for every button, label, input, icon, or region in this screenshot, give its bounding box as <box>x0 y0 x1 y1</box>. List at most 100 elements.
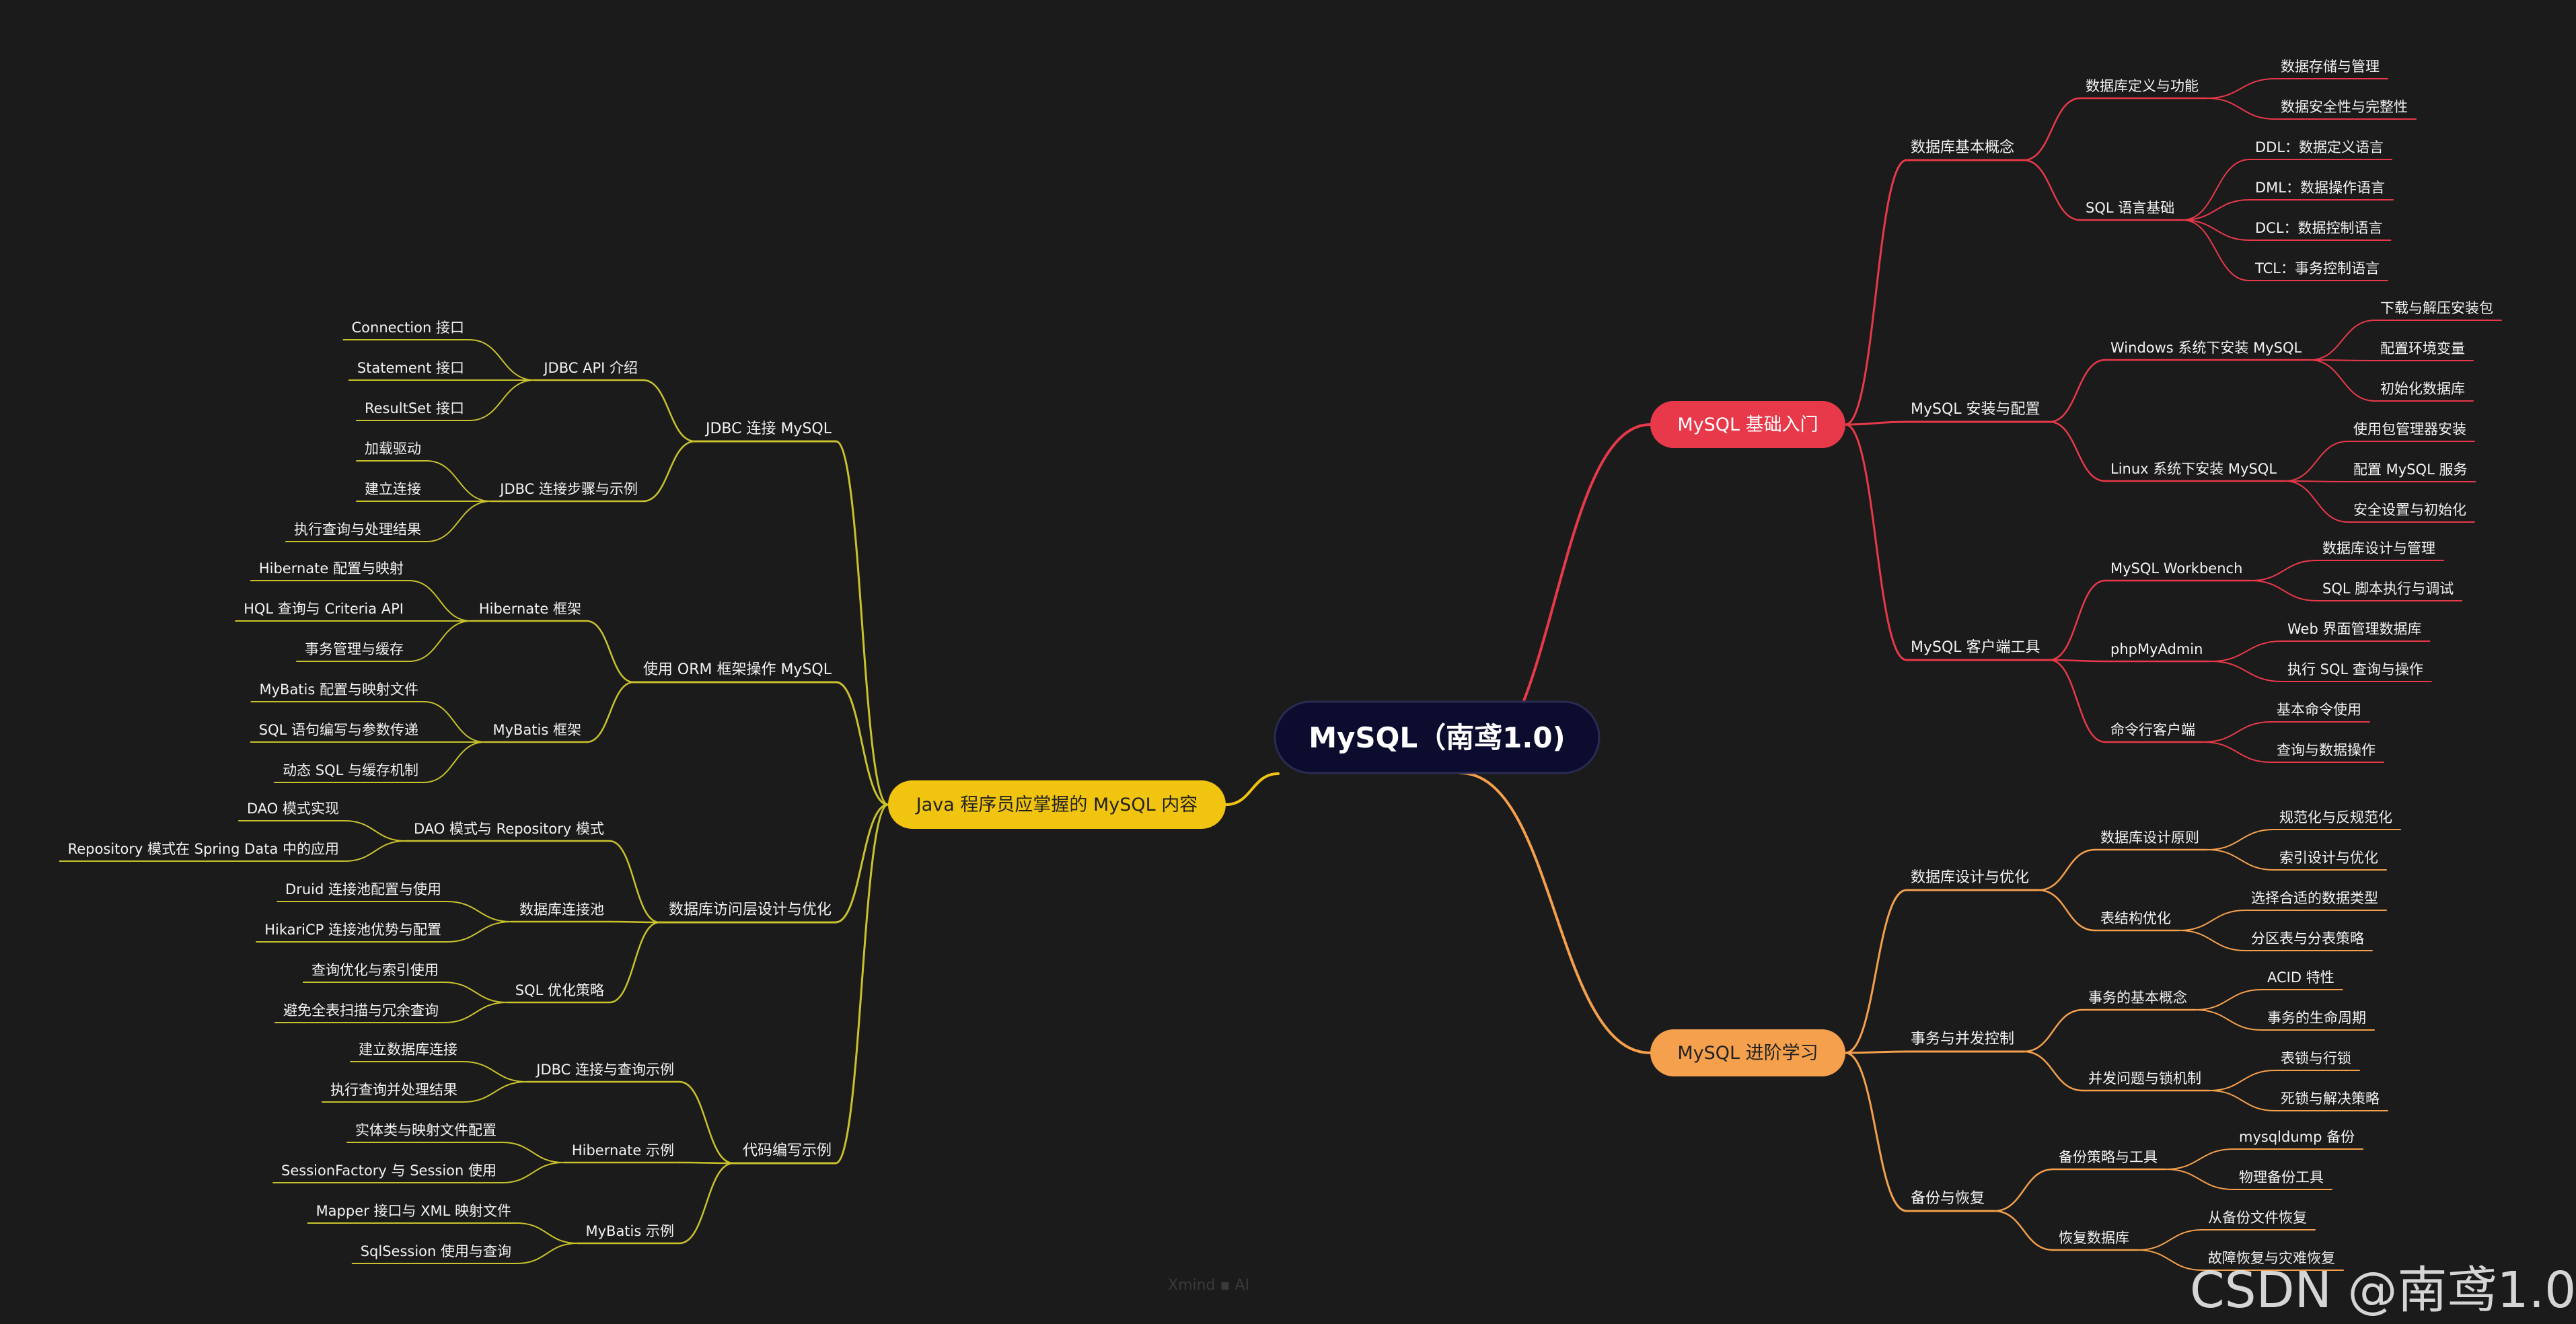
branch-node-basics[interactable]: MySQL 基础入门 <box>1650 401 1845 448</box>
svg-text:Windows 系统下安装 MySQL: Windows 系统下安装 MySQL <box>2110 340 2302 356</box>
node-l2[interactable]: SQL 优化策略 <box>515 982 604 998</box>
node-leaf[interactable]: 安全设置与初始化 <box>2353 502 2466 518</box>
node-l1[interactable]: 代码编写示例 <box>743 1142 832 1159</box>
svg-text:事务的生命周期: 事务的生命周期 <box>2267 1010 2366 1026</box>
node-leaf[interactable]: 从备份文件恢复 <box>2208 1210 2307 1226</box>
node-leaf[interactable]: 选择合适的数据类型 <box>2251 890 2378 906</box>
node-leaf[interactable]: TCL：事务控制语言 <box>2254 260 2380 277</box>
node-l2[interactable]: 命令行客户端 <box>2110 722 2195 738</box>
node-leaf[interactable]: ResultSet 接口 <box>365 400 464 416</box>
node-l2[interactable]: DAO 模式与 Repository 模式 <box>414 821 604 837</box>
node-leaf[interactable]: DCL：数据控制语言 <box>2255 220 2383 236</box>
node-leaf[interactable]: 动态 SQL 与缓存机制 <box>283 762 418 778</box>
node-l2[interactable]: phpMyAdmin <box>2110 641 2203 657</box>
node-leaf[interactable]: 数据安全性与完整性 <box>2281 99 2408 115</box>
node-leaf[interactable]: Mapper 接口与 XML 映射文件 <box>316 1203 511 1219</box>
node-l2[interactable]: 恢复数据库 <box>2059 1230 2129 1246</box>
node-l2[interactable]: JDBC 连接与查询示例 <box>535 1062 674 1078</box>
node-leaf[interactable]: mysqldump 备份 <box>2239 1129 2355 1145</box>
node-l2[interactable]: Hibernate 框架 <box>479 601 581 617</box>
node-leaf[interactable]: 建立数据库连接 <box>359 1041 457 1058</box>
node-leaf[interactable]: SQL 语句编写与参数传递 <box>259 722 418 738</box>
node-leaf[interactable]: 查询与数据操作 <box>2277 742 2376 758</box>
node-l2[interactable]: Linux 系统下安装 MySQL <box>2110 461 2277 477</box>
node-leaf[interactable]: Druid 连接池配置与使用 <box>285 881 441 897</box>
node-l2[interactable]: MyBatis 示例 <box>585 1223 674 1239</box>
node-l1[interactable]: 使用 ORM 框架操作 MySQL <box>643 661 832 678</box>
node-leaf[interactable]: SqlSession 使用与查询 <box>361 1243 511 1259</box>
node-leaf[interactable]: SessionFactory 与 Session 使用 <box>281 1163 496 1179</box>
node-leaf[interactable]: 避免全表扫描与冗余查询 <box>283 1002 439 1019</box>
node-leaf[interactable]: MyBatis 配置与映射文件 <box>259 682 418 698</box>
node-leaf[interactable]: 死锁与解决策略 <box>2281 1091 2380 1107</box>
node-leaf[interactable]: 基本命令使用 <box>2277 702 2361 718</box>
svg-text:配置环境变量: 配置环境变量 <box>2380 340 2465 357</box>
node-l2[interactable]: JDBC API 介绍 <box>542 360 638 376</box>
node-l2[interactable]: MySQL Workbench <box>2110 560 2242 577</box>
node-leaf[interactable]: DAO 模式实现 <box>247 801 339 817</box>
node-leaf[interactable]: Statement 接口 <box>357 360 464 376</box>
node-leaf[interactable]: 实体类与映射文件配置 <box>355 1122 496 1138</box>
node-leaf[interactable]: 执行 SQL 查询与操作 <box>2287 661 2423 677</box>
node-leaf[interactable]: 使用包管理器安装 <box>2353 421 2466 437</box>
node-l1[interactable]: MySQL 客户端工具 <box>1911 639 2040 656</box>
node-l2[interactable]: 数据库设计原则 <box>2100 830 2199 846</box>
node-l1[interactable]: JDBC 连接 MySQL <box>704 420 832 437</box>
node-leaf[interactable]: DML：数据操作语言 <box>2255 180 2385 196</box>
node-leaf[interactable]: 事务管理与缓存 <box>305 641 404 657</box>
node-l1[interactable]: 数据库基本概念 <box>1911 139 2014 156</box>
node-leaf[interactable]: 初始化数据库 <box>2380 381 2465 397</box>
node-l1[interactable]: 备份与恢复 <box>1911 1190 1985 1207</box>
node-leaf[interactable]: 表锁与行锁 <box>2281 1050 2351 1066</box>
node-leaf[interactable]: 数据存储与管理 <box>2281 59 2380 75</box>
node-l2[interactable]: 表结构优化 <box>2100 910 2171 926</box>
branch-node-java[interactable]: Java 程序员应掌握的 MySQL 内容 <box>888 780 1226 829</box>
node-leaf[interactable]: HikariCP 连接池优势与配置 <box>264 922 441 938</box>
node-leaf[interactable]: 物理备份工具 <box>2239 1169 2324 1185</box>
node-l2[interactable]: SQL 语言基础 <box>2086 200 2174 216</box>
node-leaf[interactable]: 事务的生命周期 <box>2267 1010 2366 1026</box>
node-l1[interactable]: 数据库设计与优化 <box>1911 869 2029 886</box>
node-l2[interactable]: 事务的基本概念 <box>2088 990 2187 1006</box>
node-leaf[interactable]: Connection 接口 <box>352 320 465 336</box>
node-l1[interactable]: MySQL 安装与配置 <box>1911 401 2040 418</box>
node-l2[interactable]: 并发问题与锁机制 <box>2088 1070 2201 1087</box>
node-l2[interactable]: Windows 系统下安装 MySQL <box>2110 340 2302 356</box>
node-l2[interactable]: 备份策略与工具 <box>2059 1149 2158 1165</box>
node-leaf[interactable]: 加载驱动 <box>365 441 421 457</box>
node-leaf[interactable]: 索引设计与优化 <box>2279 850 2378 866</box>
svg-text:数据库连接池: 数据库连接池 <box>519 902 604 918</box>
node-leaf[interactable]: 查询优化与索引使用 <box>311 962 439 978</box>
root-node[interactable]: MySQL（南鸢1.0) <box>1274 700 1600 774</box>
node-leaf[interactable]: HQL 查询与 Criteria API <box>244 601 404 617</box>
subtree-advanced: 数据库设计与优化 数据库设计原则 规范化与反规范化 索引设计与优化 表结构优化 … <box>1911 809 2392 1266</box>
node-leaf[interactable]: Web 界面管理数据库 <box>2287 621 2421 637</box>
node-l2[interactable]: 数据库连接池 <box>519 902 604 918</box>
node-leaf[interactable]: SQL 脚本执行与调试 <box>2322 581 2454 597</box>
node-leaf[interactable]: 故障恢复与灾难恢复 <box>2208 1250 2335 1266</box>
branch-node-advanced[interactable]: MySQL 进阶学习 <box>1650 1029 1845 1076</box>
node-l2[interactable]: MyBatis 框架 <box>492 722 581 738</box>
node-leaf[interactable]: 规范化与反规范化 <box>2279 809 2392 825</box>
node-leaf[interactable]: 配置 MySQL 服务 <box>2353 462 2467 478</box>
node-l1[interactable]: 事务与并发控制 <box>1911 1031 2014 1047</box>
node-leaf[interactable]: 数据库设计与管理 <box>2322 540 2435 556</box>
node-leaf[interactable]: 下载与解压安装包 <box>2380 300 2493 316</box>
node-leaf[interactable]: 建立连接 <box>365 481 421 497</box>
node-leaf[interactable]: 配置环境变量 <box>2380 340 2465 357</box>
node-leaf[interactable]: ACID 特性 <box>2267 969 2334 986</box>
node-l1[interactable]: 数据库访问层设计与优化 <box>669 902 832 918</box>
connector-line <box>2165 1148 2234 1170</box>
node-leaf[interactable]: 执行查询与处理结果 <box>294 521 421 538</box>
node-leaf[interactable]: 分区表与分表策略 <box>2251 930 2364 947</box>
node-leaf[interactable]: Hibernate 配置与映射 <box>259 560 404 577</box>
node-l2[interactable]: Hibernate 示例 <box>572 1142 674 1158</box>
connector-line <box>2210 640 2283 662</box>
connector-line <box>608 840 661 924</box>
node-l2[interactable]: JDBC 连接步骤与示例 <box>499 481 638 497</box>
node-leaf[interactable]: 执行查询并处理结果 <box>330 1082 457 1098</box>
node-leaf[interactable]: DDL：数据定义语言 <box>2255 139 2384 155</box>
svg-text:安全设置与初始化: 安全设置与初始化 <box>2353 502 2466 518</box>
node-l2[interactable]: 数据库定义与功能 <box>2086 78 2199 94</box>
node-leaf[interactable]: Repository 模式在 Spring Data 中的应用 <box>68 841 339 857</box>
